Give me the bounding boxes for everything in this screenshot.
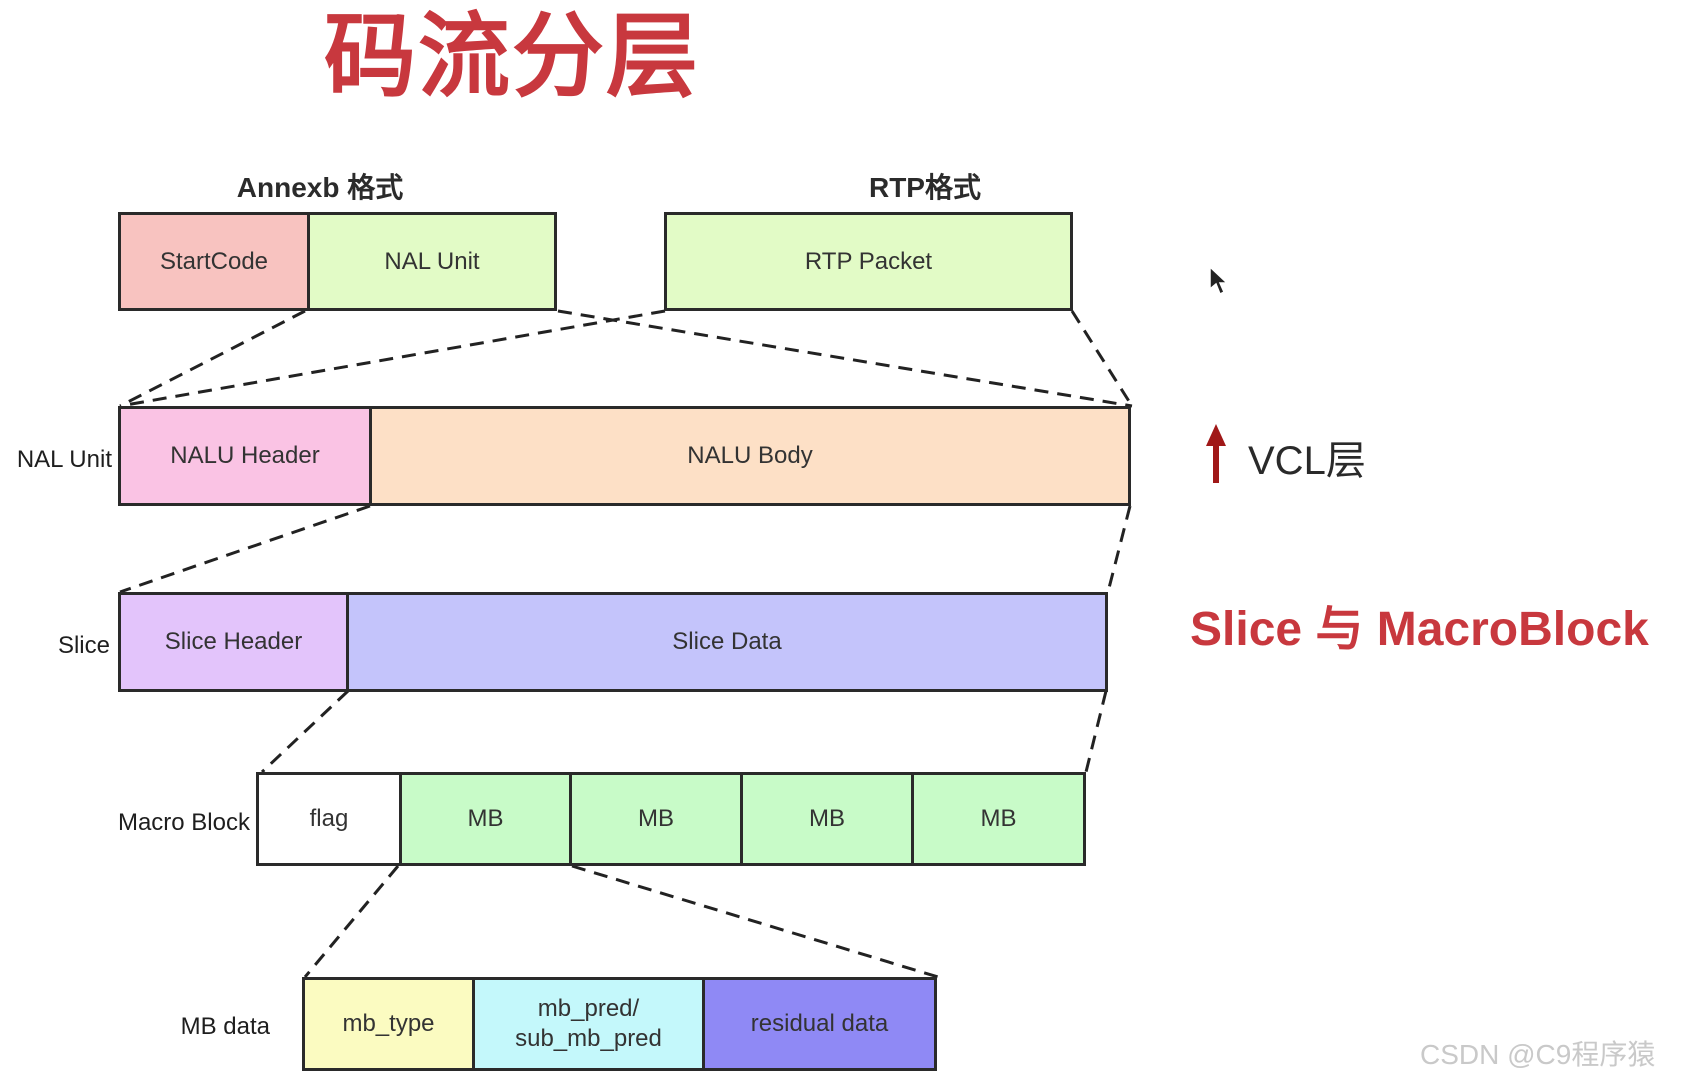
row-label-macro-block: Macro Block xyxy=(117,809,250,836)
row-label-nal-unit: NAL Unit xyxy=(16,446,112,473)
flag-box: flag xyxy=(256,772,402,866)
connector-nalu-header-left xyxy=(119,504,371,594)
slice-data-box: Slice Data xyxy=(346,592,1108,692)
mb-box-4: MB xyxy=(911,772,1086,866)
connector-mb-right xyxy=(571,864,939,979)
mb-box-2: MB xyxy=(569,772,743,866)
mouse-cursor-icon xyxy=(1209,265,1229,296)
connector-slice-data-right xyxy=(1084,690,1108,773)
connector-nal-right xyxy=(557,309,1133,408)
row-label-slice: Slice xyxy=(57,632,110,659)
rtp-format-label: RTP格式 xyxy=(868,172,981,203)
slice-macroblock-label: Slice 与 MacroBlock xyxy=(1190,603,1649,656)
slice-header-box: Slice Header xyxy=(118,592,349,692)
connector-rtp-left xyxy=(119,309,666,408)
connector-rtp-right xyxy=(1070,310,1134,407)
residual-data-box: residual data xyxy=(702,977,937,1071)
connector-mb-left xyxy=(303,865,400,978)
nalu-body-box: NALU Body xyxy=(369,406,1131,506)
diagram-title: 码流分层 xyxy=(324,3,701,110)
startcode-box: StartCode xyxy=(118,212,310,311)
nalu-header-box: NALU Header xyxy=(118,406,372,506)
annexb-format-label: Annexb 格式 xyxy=(236,172,404,203)
up-arrow-icon xyxy=(1206,424,1226,483)
connector-nalu-body-right xyxy=(1106,505,1132,593)
annexb-nal-unit-box: NAL Unit xyxy=(307,212,557,311)
mb-pred-line2: sub_mb_pred xyxy=(515,1025,662,1052)
row-label-mb-data: MB data xyxy=(180,1013,270,1040)
mb-pred-line1: mb_pred/ xyxy=(537,995,640,1022)
mb-pred-box: mb_pred/ sub_mb_pred xyxy=(472,977,705,1071)
connector-startcode-left xyxy=(119,309,306,408)
watermark-text: CSDN @C9程序猿 xyxy=(1420,1039,1656,1070)
rtp-packet-box: RTP Packet xyxy=(664,212,1073,311)
mb-type-box: mb_type xyxy=(302,977,475,1071)
mb-box-3: MB xyxy=(740,772,914,866)
mb-box-1: MB xyxy=(399,772,572,866)
connector-slice-header-left xyxy=(260,689,350,774)
vcl-layer-label: VCL层 xyxy=(1248,439,1366,483)
